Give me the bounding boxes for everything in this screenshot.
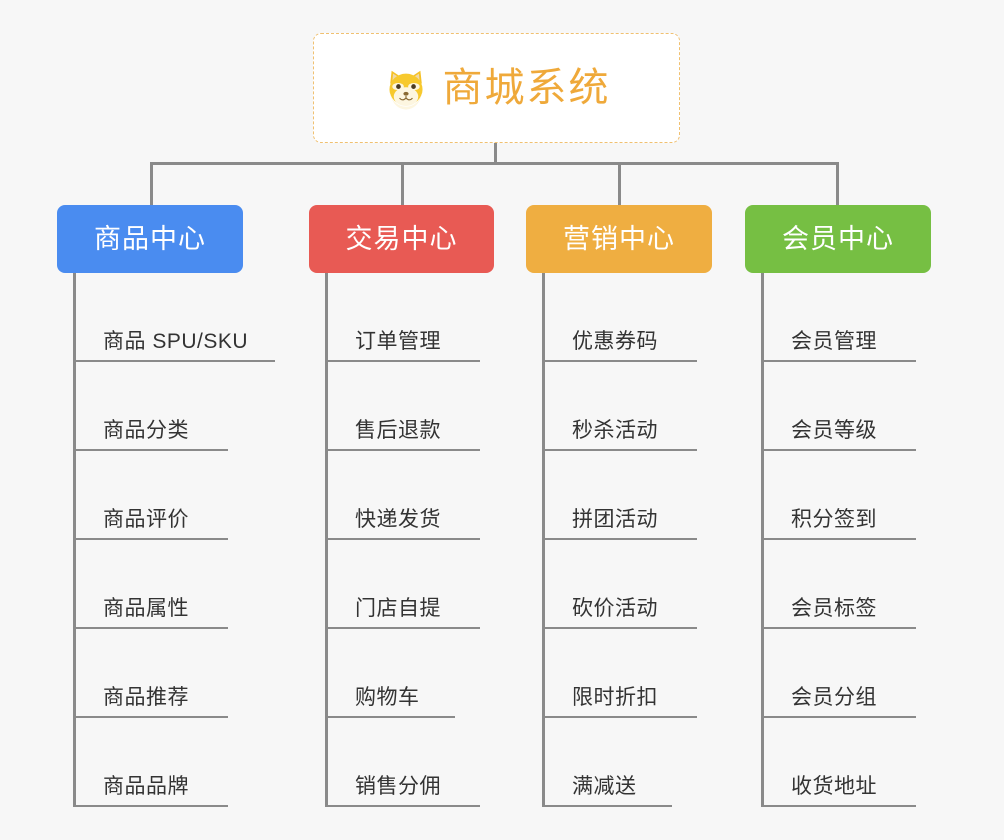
leaf-item[interactable]: 快递发货 — [325, 451, 480, 540]
leaf-item[interactable]: 拼团活动 — [542, 451, 697, 540]
leaf-item-label: 优惠券码 — [572, 330, 658, 353]
leaf-item[interactable]: 订单管理 — [325, 273, 480, 362]
leaf-item[interactable]: 商品品牌 — [73, 718, 228, 807]
leaf-item[interactable]: 门店自提 — [325, 540, 480, 629]
connector-drop-3 — [618, 162, 621, 206]
connector-root-vertical — [494, 143, 497, 164]
leaf-item[interactable]: 优惠券码 — [542, 273, 697, 362]
branch-header-0[interactable]: 商品中心 — [57, 205, 243, 273]
leaf-item[interactable]: 会员管理 — [761, 273, 916, 362]
leaf-item-label: 积分签到 — [791, 508, 877, 531]
leaf-item[interactable]: 收货地址 — [761, 718, 916, 807]
leaf-item-label: 订单管理 — [355, 330, 441, 353]
root-node-content: 商城系统 — [383, 65, 611, 111]
leaf-item-label: 秒杀活动 — [572, 419, 658, 442]
root-node-mall-system[interactable]: 商城系统 — [313, 33, 680, 143]
leaf-item[interactable]: 秒杀活动 — [542, 362, 697, 451]
connector-drop-4 — [836, 162, 839, 206]
leaf-item-label: 会员标签 — [791, 597, 877, 620]
branch-header-3[interactable]: 会员中心 — [745, 205, 931, 273]
leaf-item-label: 售后退款 — [355, 419, 441, 442]
branch-header-label-3: 会员中心 — [782, 223, 894, 254]
connector-trunk-2 — [542, 273, 545, 807]
branch-header-2[interactable]: 营销中心 — [526, 205, 712, 273]
connector-drop-1 — [150, 162, 153, 206]
leaf-item-label: 商品品牌 — [103, 775, 189, 798]
leaf-item[interactable]: 商品 SPU/SKU — [73, 273, 275, 362]
connector-trunk-1 — [325, 273, 328, 807]
leaf-item-label: 商品评价 — [103, 508, 189, 531]
connector-drop-2 — [401, 162, 404, 206]
leaf-item-label: 收货地址 — [791, 775, 877, 798]
leaf-item[interactable]: 商品评价 — [73, 451, 228, 540]
leaf-item[interactable]: 积分签到 — [761, 451, 916, 540]
leaf-item-label: 会员管理 — [791, 330, 877, 353]
leaf-item[interactable]: 会员标签 — [761, 540, 916, 629]
branch-header-label-1: 交易中心 — [345, 223, 458, 254]
branch-header-label-0: 商品中心 — [94, 223, 206, 254]
leaf-item-label: 满减送 — [572, 775, 637, 798]
leaf-item[interactable]: 商品推荐 — [73, 629, 228, 718]
leaf-item-label: 砍价活动 — [572, 597, 658, 620]
leaf-item-label: 商品 SPU/SKU — [103, 330, 249, 353]
connector-horizontal-bar — [150, 162, 839, 165]
leaf-item-label: 快递发货 — [355, 508, 441, 531]
leaf-item[interactable]: 满减送 — [542, 718, 672, 807]
leaf-item-label: 会员分组 — [791, 686, 877, 709]
leaf-item[interactable]: 限时折扣 — [542, 629, 697, 718]
leaf-item[interactable]: 商品分类 — [73, 362, 228, 451]
leaf-item-label: 购物车 — [355, 686, 420, 709]
leaf-item[interactable]: 砍价活动 — [542, 540, 697, 629]
leaf-item[interactable]: 会员分组 — [761, 629, 916, 718]
leaf-item-label: 拼团活动 — [572, 508, 658, 531]
leaf-item[interactable]: 售后退款 — [325, 362, 480, 451]
leaf-item[interactable]: 会员等级 — [761, 362, 916, 451]
leaf-item-label: 销售分佣 — [355, 775, 441, 798]
leaf-item-label: 限时折扣 — [572, 686, 658, 709]
branch-header-label-2: 营销中心 — [563, 223, 675, 254]
connector-trunk-0 — [73, 273, 76, 807]
leaf-item-label: 会员等级 — [791, 419, 877, 442]
leaf-item-label: 商品推荐 — [103, 686, 189, 709]
branch-header-1[interactable]: 交易中心 — [309, 205, 494, 273]
leaf-item[interactable]: 购物车 — [325, 629, 455, 718]
leaf-item-label: 商品属性 — [103, 597, 189, 620]
shiba-inu-dog-face-icon — [383, 65, 429, 111]
leaf-item-label: 商品分类 — [103, 419, 189, 442]
leaf-item-label: 门店自提 — [355, 597, 441, 620]
connector-trunk-3 — [761, 273, 764, 807]
leaf-item[interactable]: 商品属性 — [73, 540, 228, 629]
root-node-title: 商城系统 — [442, 66, 611, 110]
leaf-item[interactable]: 销售分佣 — [325, 718, 480, 807]
